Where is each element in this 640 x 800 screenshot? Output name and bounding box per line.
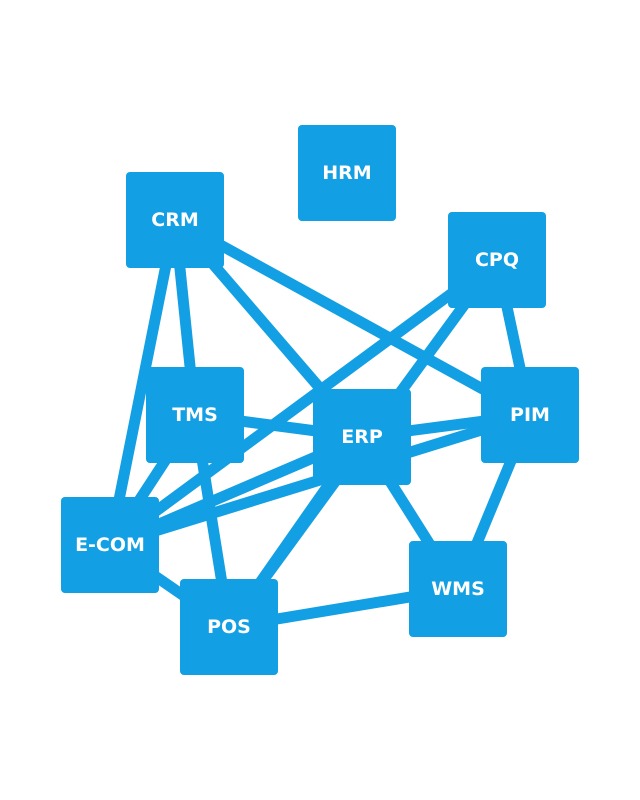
node-pos-label: POS — [207, 616, 251, 638]
node-erp-label: ERP — [341, 426, 383, 448]
node-pos: POS — [180, 579, 278, 675]
node-pim-label: PIM — [510, 404, 550, 426]
node-tms: TMS — [146, 367, 244, 463]
node-ecom-label: E-COM — [75, 534, 145, 556]
node-cpq: CPQ — [448, 212, 546, 308]
node-wms: WMS — [409, 541, 507, 637]
node-hrm: HRM — [298, 125, 396, 221]
node-cpq-label: CPQ — [475, 249, 519, 271]
node-wms-label: WMS — [431, 578, 485, 600]
edge-crm-pim — [172, 215, 533, 420]
node-crm-label: CRM — [151, 209, 198, 231]
node-erp: ERP — [313, 389, 411, 485]
node-tms-label: TMS — [172, 404, 218, 426]
node-ecom: E-COM — [61, 497, 159, 593]
node-crm: CRM — [126, 172, 224, 268]
node-hrm-label: HRM — [322, 162, 371, 184]
system-nodes: HRM CRM CPQ TMS ERP PIM E-COM WM — [61, 125, 579, 675]
edge-crm-ecom — [104, 218, 181, 547]
node-pim: PIM — [481, 367, 579, 463]
edge-cpq-ecom — [106, 255, 501, 550]
